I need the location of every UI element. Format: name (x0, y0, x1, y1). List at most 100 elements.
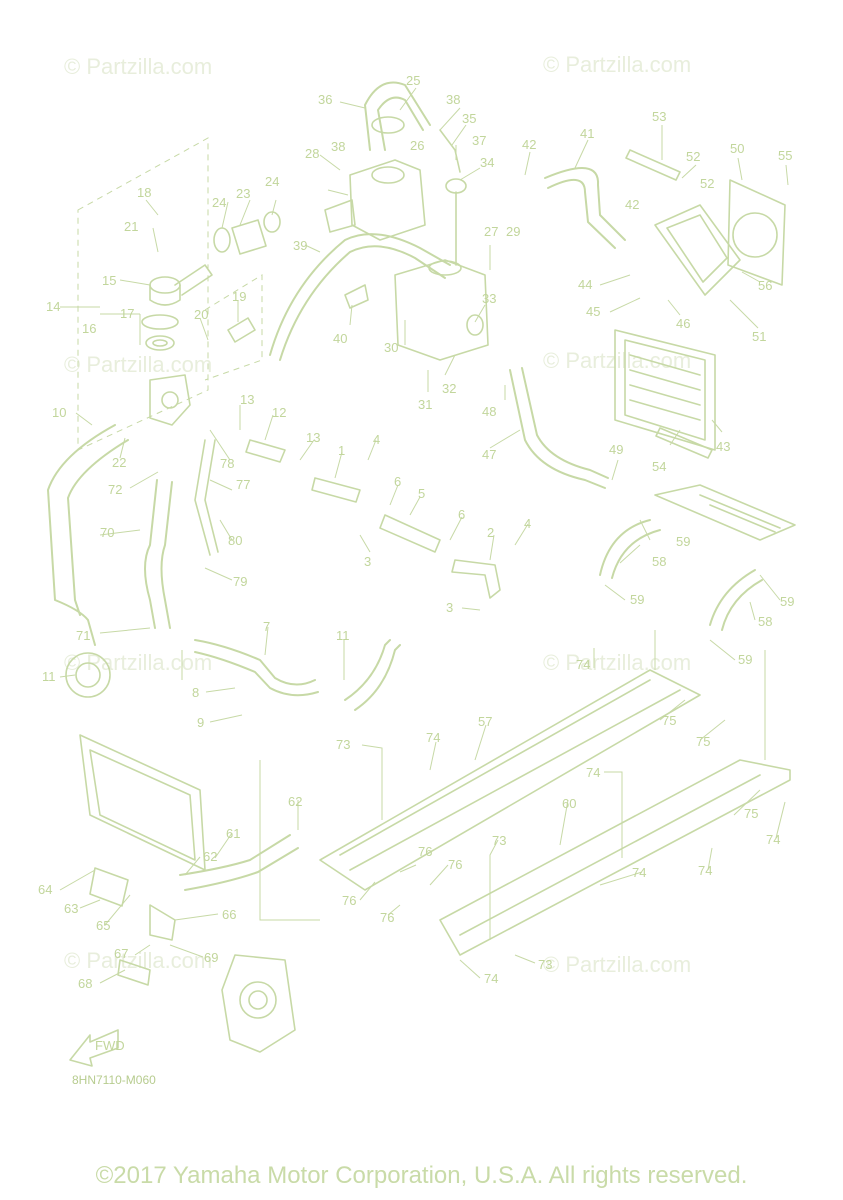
callout-80: 80 (228, 533, 242, 548)
callout-74c: 74 (632, 865, 646, 880)
callout-75b: 75 (696, 734, 710, 749)
callout-54: 54 (652, 459, 666, 474)
copyright-text: ©2017 Yamaha Motor Corporation, U.S.A. A… (95, 1162, 748, 1189)
callout-52b: 52 (700, 176, 714, 191)
callout-63: 63 (64, 901, 78, 916)
callout-5: 5 (418, 486, 425, 501)
callout-28: 28 (305, 146, 319, 161)
callouts: 1 2 3 3 4 4 5 6 6 7 8 9 10 11 11 12 13 1… (38, 73, 794, 991)
callout-14: 14 (46, 299, 60, 314)
callout-79: 79 (233, 574, 247, 589)
callout-35: 35 (462, 111, 476, 126)
callout-75c: 75 (744, 806, 758, 821)
callout-23: 23 (236, 186, 250, 201)
callout-44: 44 (578, 277, 592, 292)
callout-74d: 74 (698, 863, 712, 878)
callout-49: 49 (609, 442, 623, 457)
callout-68: 68 (78, 976, 92, 991)
callout-25: 25 (406, 73, 420, 88)
callout-70: 70 (100, 525, 114, 540)
callout-36: 36 (318, 92, 332, 107)
callout-19: 19 (232, 289, 246, 304)
callout-76b: 76 (380, 910, 394, 925)
callout-73: 73 (336, 737, 350, 752)
callout-59c: 59 (780, 594, 794, 609)
watermark: © Partzilla.com (64, 54, 212, 79)
callout-66: 66 (222, 907, 236, 922)
callout-62: 62 (288, 794, 302, 809)
callout-48: 48 (482, 404, 496, 419)
callout-30: 30 (384, 340, 398, 355)
callout-4: 4 (373, 432, 380, 447)
callout-72: 72 (108, 482, 122, 497)
callout-39: 39 (293, 238, 307, 253)
callout-13b: 13 (306, 430, 320, 445)
callout-42b: 42 (625, 197, 639, 212)
callout-8: 8 (192, 685, 199, 700)
callout-29: 29 (506, 224, 520, 239)
parts (47, 81, 796, 1067)
callout-78: 78 (220, 456, 234, 471)
callout-53: 53 (652, 109, 666, 124)
callout-69: 69 (204, 950, 218, 965)
callout-55: 55 (778, 148, 792, 163)
callout-40: 40 (333, 331, 347, 346)
callout-56: 56 (758, 278, 772, 293)
callout-2: 2 (487, 525, 494, 540)
callout-77: 77 (236, 477, 250, 492)
watermark: © Partzilla.com (543, 650, 691, 675)
callout-33: 33 (482, 291, 496, 306)
callout-3b: 3 (446, 600, 453, 615)
callout-74: 74 (426, 730, 440, 745)
watermark: © Partzilla.com (543, 348, 691, 373)
callout-7: 7 (263, 619, 270, 634)
callout-59: 59 (676, 534, 690, 549)
callout-27: 27 (484, 224, 498, 239)
callout-75: 75 (662, 713, 676, 728)
callout-74g: 74 (576, 657, 590, 672)
callout-16: 16 (82, 321, 96, 336)
callout-4b: 4 (524, 516, 531, 531)
callout-42: 42 (522, 137, 536, 152)
callout-57: 57 (478, 714, 492, 729)
callout-9: 9 (197, 715, 204, 730)
callout-71: 71 (76, 628, 90, 643)
callout-11b: 11 (336, 628, 350, 643)
callout-61: 61 (226, 826, 240, 841)
diagram-code: 8HN7110-M060 (72, 1073, 156, 1087)
callout-76c: 76 (418, 844, 432, 859)
callout-45: 45 (586, 304, 600, 319)
leader-lines (59, 87, 789, 984)
callout-64: 64 (38, 882, 52, 897)
watermarks: © Partzilla.com © Partzilla.com © Partzi… (64, 52, 691, 977)
callout-37: 37 (472, 133, 486, 148)
callout-32: 32 (442, 381, 456, 396)
callout-60: 60 (562, 796, 576, 811)
callout-12: 12 (272, 405, 286, 420)
callout-73b: 73 (492, 833, 506, 848)
callout-13: 13 (240, 392, 254, 407)
callout-20: 20 (194, 307, 208, 322)
callout-24b: 24 (265, 174, 279, 189)
callout-3: 3 (364, 554, 371, 569)
callout-59b: 59 (630, 592, 644, 607)
callout-11: 11 (42, 669, 56, 684)
callout-21: 21 (124, 219, 138, 234)
callout-15: 15 (102, 273, 116, 288)
callout-58b: 58 (758, 614, 772, 629)
callout-17: 17 (120, 306, 134, 321)
callout-6b: 6 (458, 507, 465, 522)
callout-38b: 38 (331, 139, 345, 154)
watermark: © Partzilla.com (543, 952, 691, 977)
callout-65: 65 (96, 918, 110, 933)
callout-76: 76 (342, 893, 356, 908)
callout-38: 38 (446, 92, 460, 107)
callout-52: 52 (686, 149, 700, 164)
callout-10: 10 (52, 405, 66, 420)
callout-74b: 74 (586, 765, 600, 780)
callout-67: 67 (114, 946, 128, 961)
callout-6: 6 (394, 474, 401, 489)
watermark: © Partzilla.com (64, 352, 212, 377)
callout-50: 50 (730, 141, 744, 156)
